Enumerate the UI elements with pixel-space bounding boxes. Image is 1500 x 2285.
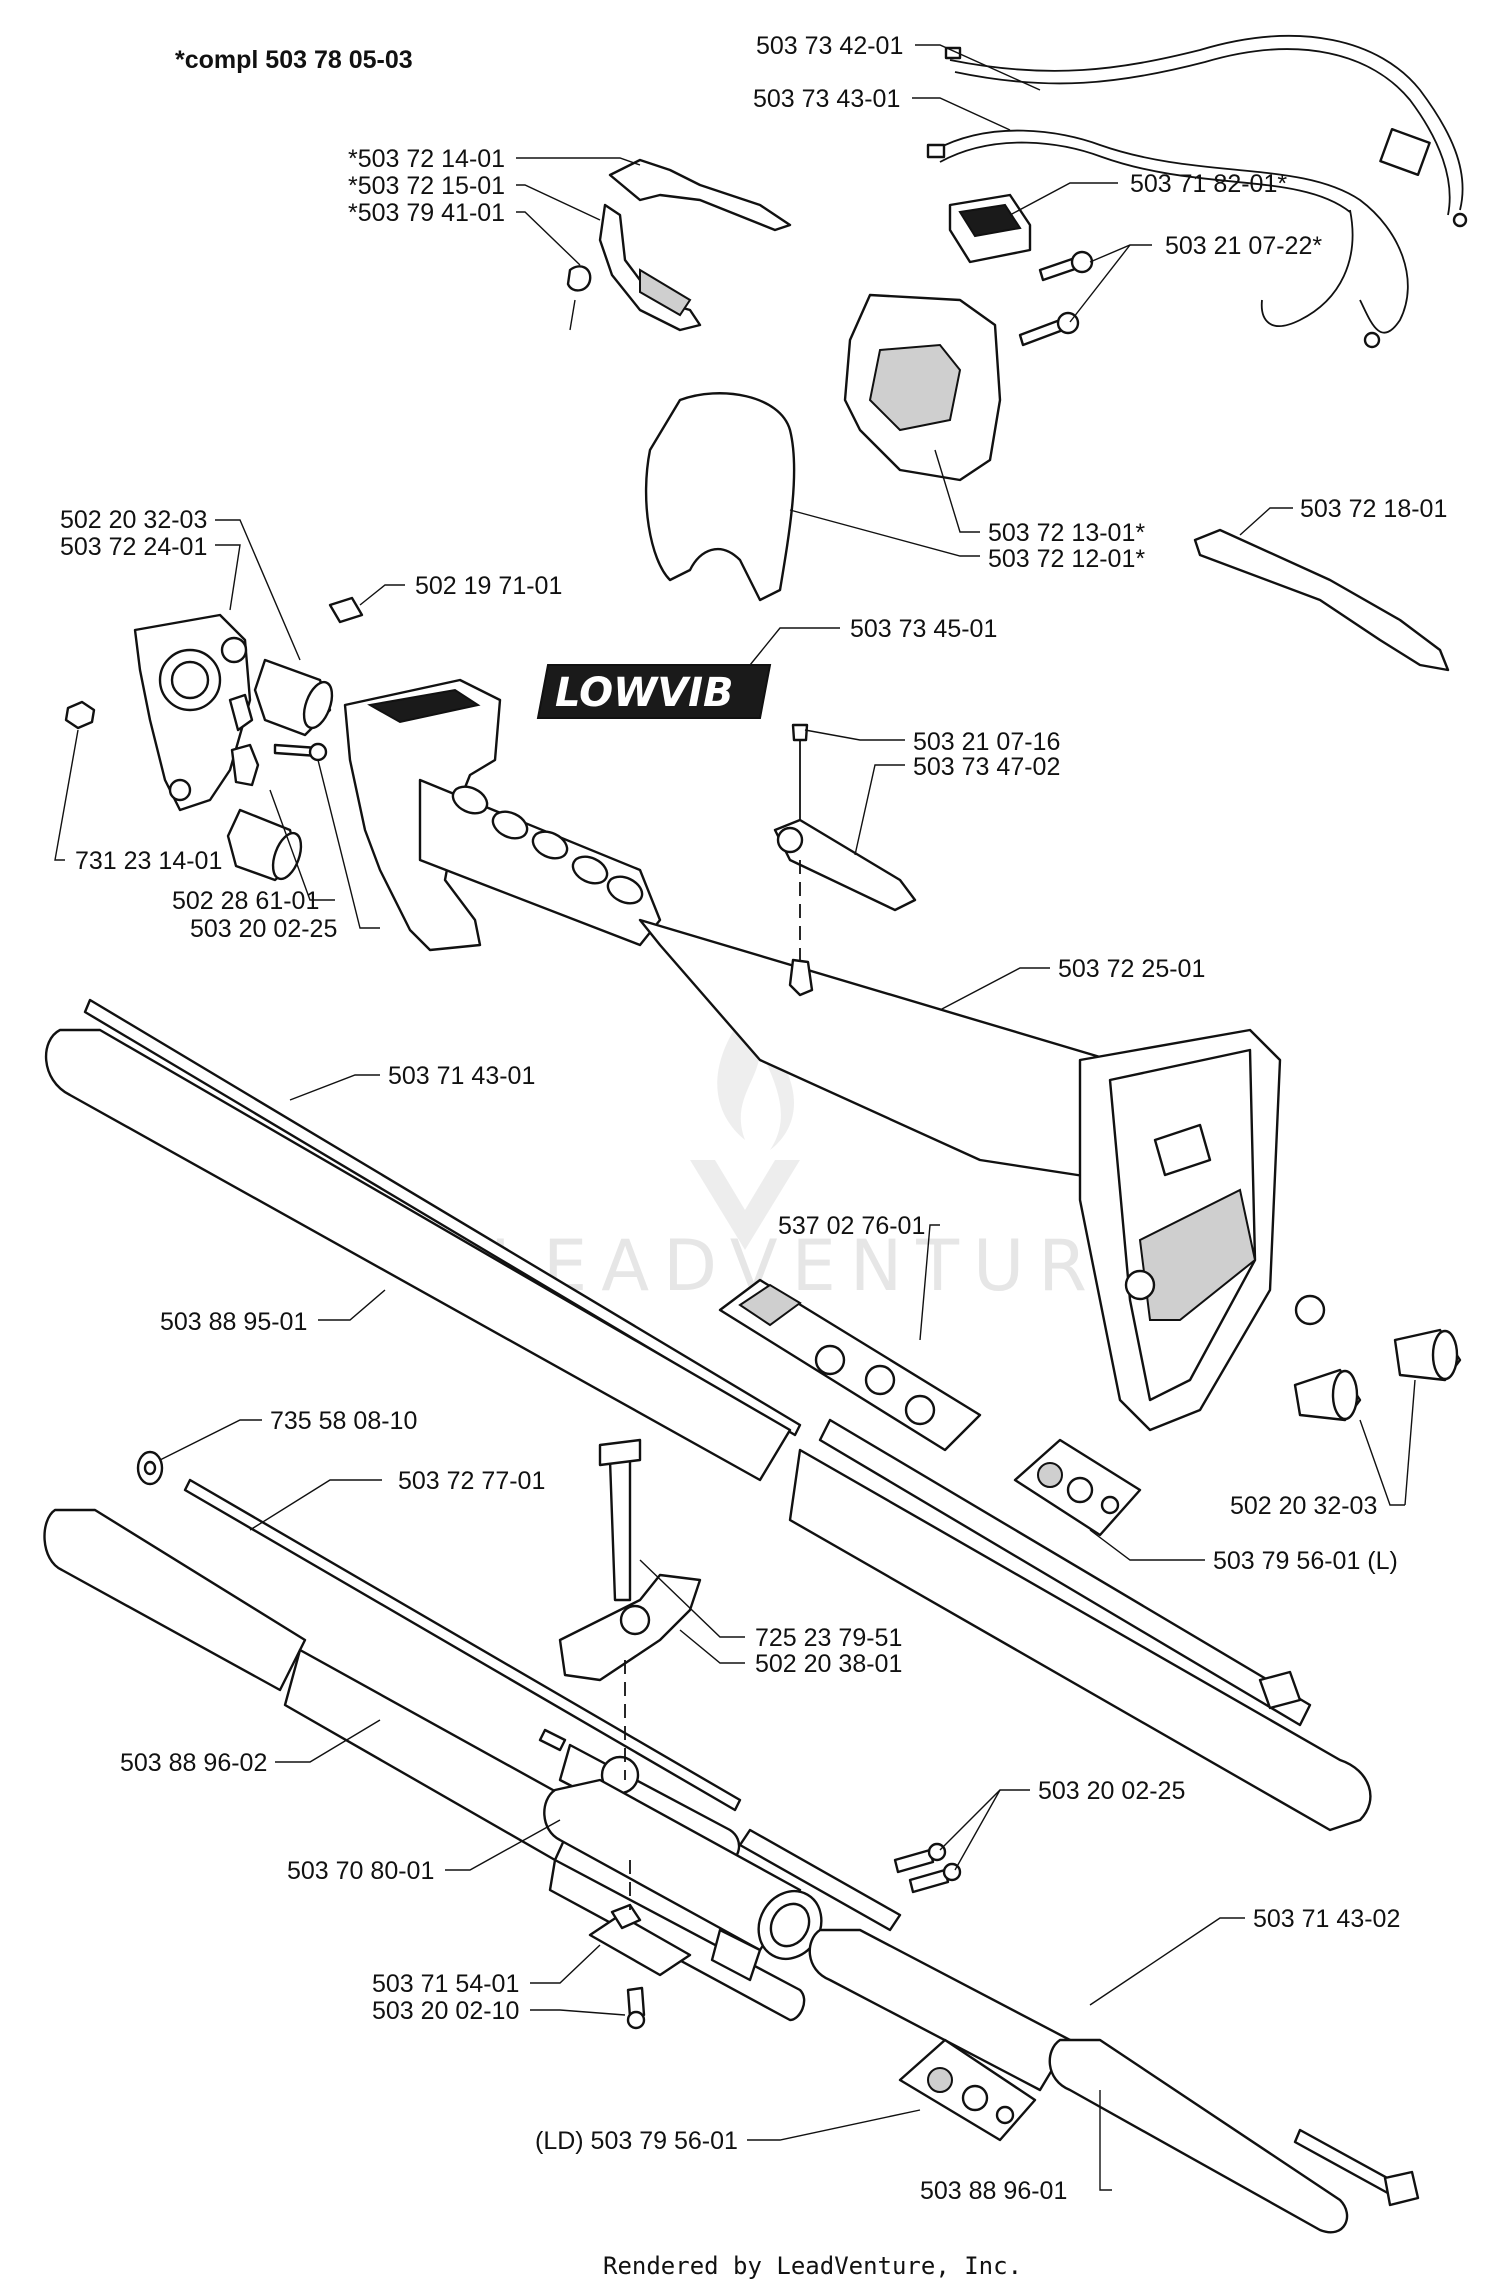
- label-503889601: 503 88 96-01: [920, 2177, 1067, 2205]
- wire-harness: [926, 35, 1468, 349]
- warning-decal: [718, 1278, 982, 1452]
- label-503714302: 503 71 43-02: [1253, 1905, 1400, 1933]
- switch-part: [948, 193, 1032, 264]
- label-503721801: 503 72 18-01: [1300, 495, 1447, 523]
- upper-drive-shaft: [45, 998, 1372, 1832]
- label-503794101: *503 79 41-01: [348, 199, 505, 227]
- label-502203801: 502 20 38-01: [755, 1650, 902, 1678]
- label-503795601-l: 503 79 56-01 (L): [1213, 1547, 1398, 1575]
- label-725237951: 725 23 79-51: [755, 1624, 902, 1652]
- label-503210716: 503 21 07-16: [913, 728, 1060, 756]
- decal-ld: [898, 2038, 1037, 2142]
- label-537027601: 537 02 76-01: [778, 1212, 925, 1240]
- label-503734301: 503 73 43-01: [753, 85, 900, 113]
- label-503714301: 503 71 43-01: [388, 1062, 535, 1090]
- label-503200225-a: 503 20 02-25: [190, 915, 337, 943]
- label-502203203-a: 502 20 32-03: [60, 506, 207, 534]
- screws-top: [1018, 250, 1094, 347]
- lower-drive-shaft: [43, 1478, 806, 2022]
- label-503734702: 503 73 47-02: [913, 753, 1060, 781]
- label-503889602-a: 503 88 96-02: [120, 1749, 267, 1777]
- washer: [136, 1450, 164, 1486]
- screws-lower: [893, 1842, 962, 1894]
- label-503210722: 503 21 07-22*: [1165, 232, 1322, 260]
- throttle-cable: [1193, 528, 1450, 672]
- label-503734201: 503 73 42-01: [756, 32, 903, 60]
- label-502197101: 502 19 71-01: [415, 572, 562, 600]
- label-503722401: 503 72 24-01: [60, 533, 207, 561]
- label-503718201: 503 71 82-01*: [1130, 170, 1287, 198]
- footer-credit: Rendered by LeadVenture, Inc.: [603, 2252, 1022, 2280]
- throttle-trigger: [566, 158, 792, 332]
- leader-lines: [54, 44, 1416, 2191]
- main-shaft-housing: [343, 678, 1326, 1432]
- part-labels: 503 73 42-01 503 73 43-01 *503 72 14-01 …: [60, 32, 1447, 2205]
- clamp-plate: [588, 1860, 692, 2030]
- label-503721201: 503 72 12-01*: [988, 545, 1145, 573]
- label-503715401: 503 71 54-01: [372, 1970, 519, 1998]
- label-503200225-b: 503 20 02-25: [1038, 1777, 1185, 1805]
- lower-shaft-tube: [808, 1928, 1420, 2234]
- coupling: [543, 1778, 902, 1982]
- label-735580810: 735 58 08-10: [270, 1407, 417, 1435]
- label-503721301: 503 72 13-01*: [988, 519, 1145, 547]
- label-502203203-b: 502 20 32-03: [1230, 1492, 1377, 1520]
- clamp-503734702: [773, 723, 917, 997]
- handle-housing: [644, 293, 1002, 602]
- header-note: *compl 503 78 05-03: [175, 46, 413, 74]
- label-502286101: 502 28 61-01: [172, 887, 319, 915]
- watermark-text: LEADVENTURE: [490, 1225, 1159, 1307]
- label-503708001: 503 70 80-01: [287, 1857, 434, 1885]
- label-503200210: 503 20 02-10: [372, 1997, 519, 2025]
- clip-502286101: [230, 742, 328, 787]
- label-503889501: 503 88 95-01: [160, 1308, 307, 1336]
- vibration-dampers-left: [226, 658, 334, 882]
- nut-731231401: [64, 700, 96, 730]
- label-503734501: 503 73 45-01: [850, 615, 997, 643]
- label-503721501: *503 72 15-01: [348, 172, 505, 200]
- label-503795601-ld: (LD) 503 79 56-01: [535, 2127, 738, 2155]
- handle-bracket: [133, 613, 254, 812]
- lowvib-logo: LOWVIB: [536, 664, 772, 719]
- nut-small: [328, 596, 364, 624]
- vibration-dampers-right: [1293, 1328, 1462, 1422]
- label-503722501: 503 72 25-01: [1058, 955, 1205, 983]
- knob-bolt: [558, 1438, 702, 1780]
- label-731231401: 731 23 14-01: [75, 847, 222, 875]
- decal-l: [1013, 1438, 1142, 1537]
- lowvib-logo-text: LOWVIB: [555, 670, 734, 716]
- label-503727701: 503 72 77-01: [398, 1467, 545, 1495]
- label-503721401: *503 72 14-01: [348, 145, 505, 173]
